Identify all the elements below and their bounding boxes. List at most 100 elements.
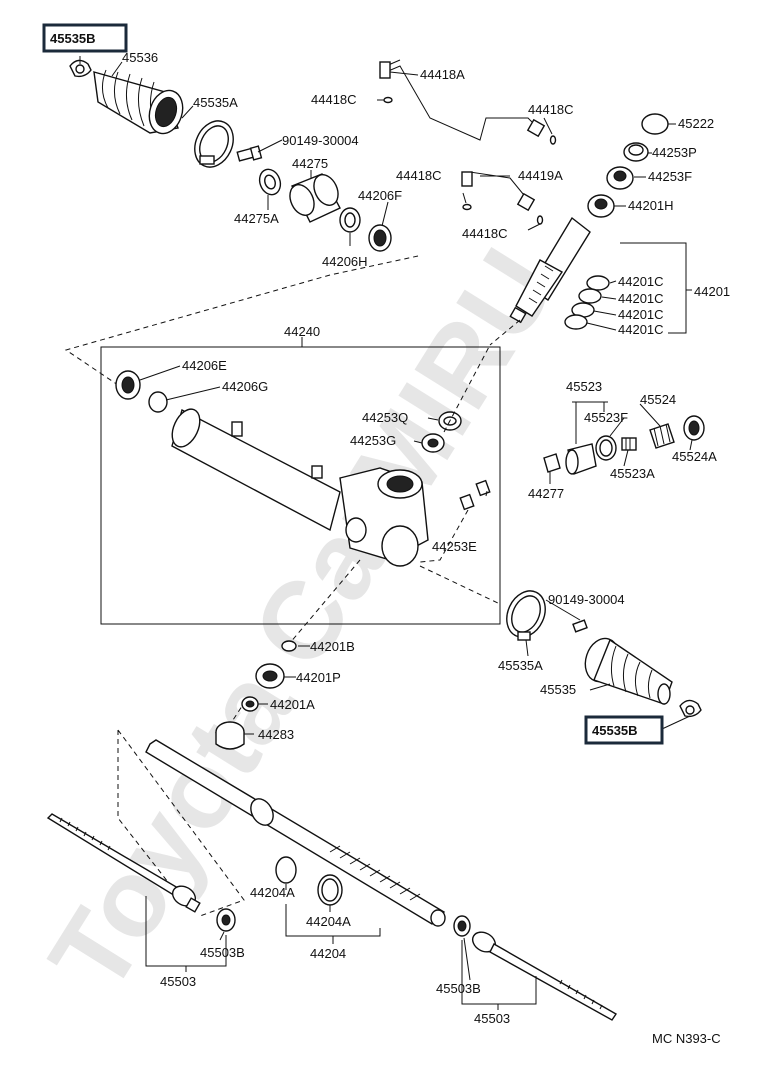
pressure-tube-44418A-icon (379, 59, 546, 141)
label-45523[interactable]: 45523 (566, 379, 602, 394)
bracket-45503-left (145, 896, 227, 972)
plug-44253E-icon (459, 479, 491, 511)
boot-clamp-top-icon (194, 120, 234, 168)
label-44418C-b[interactable]: 44418C (528, 102, 574, 117)
nut-44201A-icon (241, 696, 259, 712)
label-44277[interactable]: 44277 (528, 486, 564, 501)
label-44201C-1[interactable]: 44201C (618, 274, 664, 289)
bracket-44204 (285, 904, 381, 944)
label-44253F[interactable]: 44253F (648, 169, 692, 184)
nut-45503B-left-icon (216, 908, 236, 932)
label-44204[interactable]: 44204 (310, 946, 346, 961)
label-44253Q[interactable]: 44253Q (362, 410, 408, 425)
label-45503-left[interactable]: 45503 (160, 974, 196, 989)
label-44418C-a[interactable]: 44418C (311, 92, 357, 107)
label-44419A[interactable]: 44419A (518, 168, 563, 183)
cap-45524A-icon (683, 415, 705, 441)
label-44201[interactable]: 44201 (694, 284, 730, 299)
label-44201A[interactable]: 44201A (270, 697, 315, 712)
rack-housing-box (100, 346, 501, 625)
highlight-box-45535B-top (42, 23, 128, 53)
o-ring-44418C-c-icon (462, 203, 472, 211)
bolt-top-icon (236, 145, 263, 162)
label-44240[interactable]: 44240 (284, 324, 320, 339)
label-44201C-3[interactable]: 44201C (618, 307, 664, 322)
label-44275A[interactable]: 44275A (234, 211, 279, 226)
nut-45503B-right-icon (453, 915, 471, 937)
label-44206G[interactable]: 44206G (222, 379, 268, 394)
bracket-44201 (668, 242, 692, 334)
bushing-44206E-icon (115, 370, 141, 400)
o-ring-44418C-d-icon (536, 215, 544, 225)
ring-44206G-icon (148, 391, 168, 413)
label-44253G[interactable]: 44253G (350, 433, 396, 448)
leader-lines (79, 56, 693, 981)
label-45524[interactable]: 45524 (640, 392, 676, 407)
leader-dash-44206 (64, 255, 419, 386)
boot-clamp-bottom-icon (506, 590, 546, 641)
o-ring-44201B-icon (281, 640, 297, 652)
ring-44204A-2-icon (317, 874, 343, 906)
label-44253P[interactable]: 44253P (652, 145, 697, 160)
label-45535B-top[interactable]: 45535B (50, 31, 96, 46)
steering-rack-bar-icon (145, 739, 446, 927)
label-44206E[interactable]: 44206E (182, 358, 227, 373)
label-44275[interactable]: 44275 (292, 156, 328, 171)
label-44418C-c[interactable]: 44418C (396, 168, 442, 183)
label-44418A[interactable]: 44418A (420, 67, 465, 82)
label-45503-right[interactable]: 45503 (474, 1011, 510, 1026)
label-44201B[interactable]: 44201B (310, 639, 355, 654)
label-45536[interactable]: 45536 (122, 50, 158, 65)
bolt-bottom-icon (572, 619, 588, 633)
label-45222[interactable]: 45222 (678, 116, 714, 131)
label-44201C-2[interactable]: 44201C (618, 291, 664, 306)
label-44204A-2[interactable]: 44204A (306, 914, 351, 929)
valve-45523-icon (565, 443, 597, 475)
ring-44204A-1-icon (275, 856, 297, 884)
pinion-valve-44201-icon (509, 216, 591, 324)
oil-seal-44206H-icon (339, 207, 361, 233)
label-45503B-right[interactable]: 45503B (436, 981, 481, 996)
rack-boot-right-icon (584, 637, 673, 705)
spring-45523A-icon (621, 437, 637, 451)
label-45524A[interactable]: 45524A (672, 449, 717, 464)
label-44201P[interactable]: 44201P (296, 670, 341, 685)
boot-clip-top-icon (69, 59, 92, 78)
label-90149-bottom[interactable]: 90149-30004 (548, 592, 625, 607)
label-44206F[interactable]: 44206F (358, 188, 402, 203)
label-44418C-d[interactable]: 44418C (462, 226, 508, 241)
watermark: Toyota CarMIRU (26, 229, 579, 1013)
label-45503B-left[interactable]: 45503B (200, 945, 245, 960)
clip-44277-icon (543, 453, 561, 473)
bracket-45503-right (461, 940, 537, 1010)
label-44201H[interactable]: 44201H (628, 198, 674, 213)
bracket-45523 (572, 401, 608, 444)
o-ring-44418C-b-icon (549, 135, 557, 145)
label-44204A-1[interactable]: 44204A (250, 885, 295, 900)
nut-44201P-icon (255, 663, 285, 689)
label-45535A-top[interactable]: 45535A (193, 95, 238, 110)
part-labels: 45535B 45536 45535A 90149-30004 44275 44… (50, 31, 730, 1046)
return-tube-44419A-icon (461, 171, 536, 212)
label-44201C-4[interactable]: 44201C (618, 322, 664, 337)
tie-rod-right-icon (471, 931, 617, 1021)
label-90149-top[interactable]: 90149-30004 (282, 133, 359, 148)
boot-clip-bottom-icon (679, 699, 702, 718)
cover-44283-icon (215, 721, 245, 750)
bearing-44253P-icon (623, 142, 649, 162)
label-45535[interactable]: 45535 (540, 682, 576, 697)
label-44253E[interactable]: 44253E (432, 539, 477, 554)
rack-boot-left-icon (93, 69, 184, 135)
label-44206H[interactable]: 44206H (322, 254, 368, 269)
label-44283[interactable]: 44283 (258, 727, 294, 742)
label-45535B-bottom[interactable]: 45535B (592, 723, 638, 738)
highlight-box-45535B-bottom (584, 715, 664, 745)
label-45535A-bottom[interactable]: 45535A (498, 658, 543, 673)
bearing-44253G-icon (421, 433, 445, 453)
seal-ring-44201C-2-icon (578, 288, 602, 304)
label-45523F[interactable]: 45523F (584, 410, 628, 425)
seal-44206F-icon (368, 224, 392, 252)
bearing-44201H-icon (587, 194, 615, 218)
label-45523A[interactable]: 45523A (610, 466, 655, 481)
